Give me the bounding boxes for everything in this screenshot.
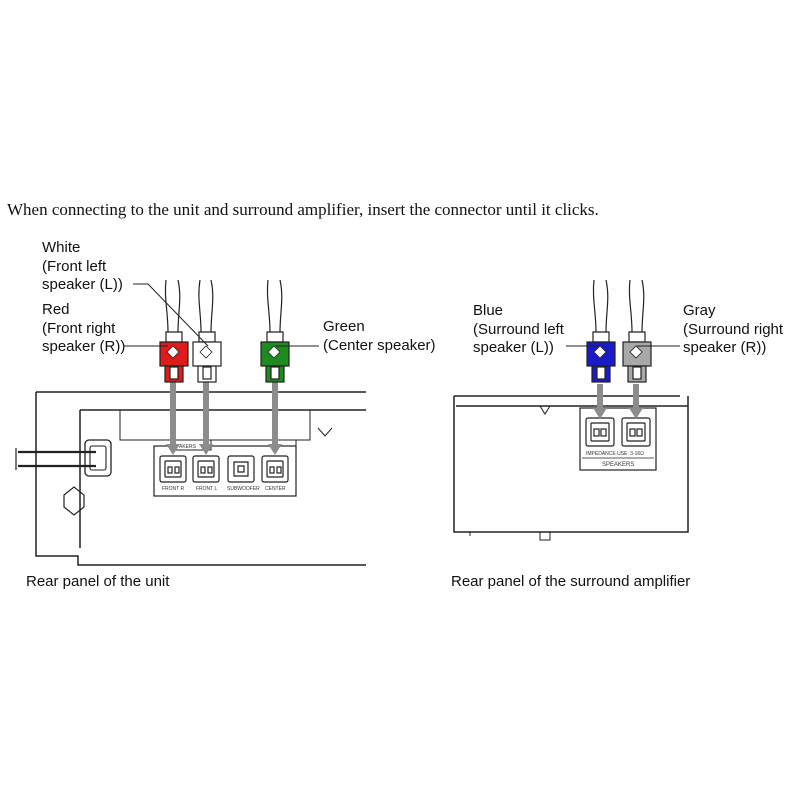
instruction-text: When connecting to the unit and surround… [7,200,599,219]
green-label-line-1: Green [323,318,365,335]
amp-section-label: SPEAKERS [602,462,634,468]
green-connector [260,331,290,383]
unit-jack-subwoofer [227,455,255,483]
green-connector-label: Green (Center speaker) [323,318,436,355]
jack-label-front-r: FRONT R [162,486,185,492]
amp-jack-right [621,417,651,447]
white-label-line-3: speaker (L)) [42,276,123,293]
blue-label-line-3: speaker (L)) [473,339,554,356]
red-label-line-1: Red [42,301,70,318]
blue-label-line-1: Blue [473,302,504,319]
amp-rear-panel [453,395,689,541]
gray-connector-label: Gray (Surround right speaker (R)) [683,302,783,358]
jack-label-subwoofer: SUBWOOFER [227,486,260,492]
unit-leader-lines [123,283,319,347]
unit-insert-arrows [166,382,282,455]
jack-label-front-l: FRONT L [196,486,218,492]
jack-label-center: CENTER [265,486,286,492]
red-label-line-3: speaker (R)) [42,338,126,355]
amp-jack-left [585,417,615,447]
unit-jack-front-r [159,455,187,483]
unit-rear-panel [15,391,366,566]
white-label-line-2: (Front left [42,257,107,275]
amp-panel-caption: Rear panel of the surround amplifier [451,573,691,590]
white-connector-label: White (Front left speaker (L)) [42,239,123,295]
blue-connector-label: Blue (Surround left speaker (L)) [473,302,564,358]
gray-connector [622,331,652,383]
white-label-line-1: White [42,239,81,256]
green-label-line-2: (Center speaker) [323,336,436,354]
unit-speaker-wires [164,279,283,333]
red-label-line-2: (Front right [42,319,116,337]
white-connector [192,331,222,383]
gray-label-line-2: (Surround right [683,320,784,338]
amp-insert-arrows [593,384,643,419]
unit-section-label: AKERS [179,444,197,450]
red-connector [159,331,189,383]
gray-label-line-3: speaker (R)) [683,339,767,356]
blue-label-line-2: (Surround left [473,320,564,338]
amp-speaker-wires [592,279,645,333]
gray-label-line-1: Gray [683,302,716,319]
unit-jack-front-l [192,455,220,483]
unit-jack-center [261,455,289,483]
red-connector-label: Red (Front right speaker (R)) [42,301,125,357]
blue-connector [586,331,616,383]
amp-impedance-text: IMPEDANCE USE: 3-16Ω [586,451,644,457]
unit-panel-caption: Rear panel of the unit [26,573,170,590]
